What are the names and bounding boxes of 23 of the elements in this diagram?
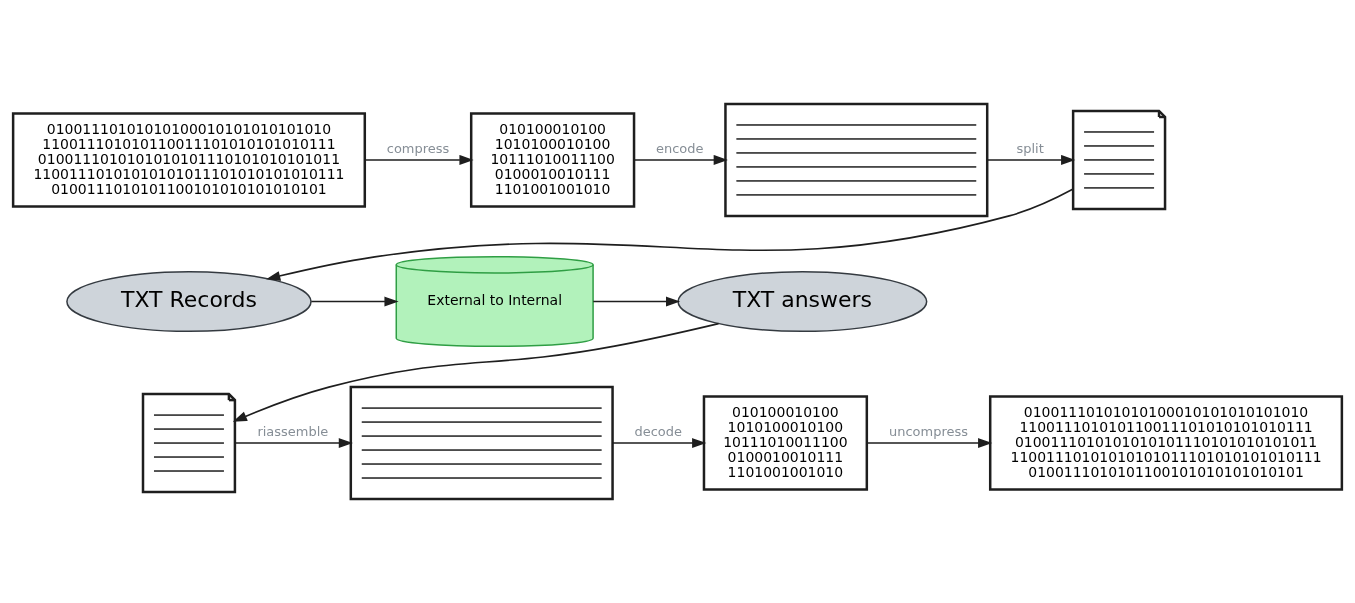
arrow — [986, 154, 1076, 165]
arrow — [633, 154, 728, 165]
node-box: 010100010100 1010100010100 10111010011100 0100010010111 1101001001010 — [702, 395, 869, 491]
edge-label: split — [1016, 141, 1044, 157]
arrow — [611, 438, 707, 449]
arrow — [232, 322, 720, 422]
arrow — [234, 438, 353, 449]
node-ellipse: TXT answers — [677, 270, 928, 333]
arrow — [310, 296, 399, 307]
edge-label: encode — [656, 141, 704, 157]
arrow — [364, 154, 474, 165]
edge-label: decode — [634, 424, 683, 440]
node-box: 01001110101010100010101010101010 110011101010110011101010101010111 0100111010101010101110101010101011 11001110101010101011101010101010111 0100111010101100101010101010101 — [11, 112, 367, 208]
edge-label: uncompress — [889, 424, 968, 440]
arrow — [592, 296, 681, 307]
node-box — [724, 102, 989, 218]
node-box: 010100010100 1010100010100 10111010011100 0100010010111 1101001001010 — [469, 112, 636, 208]
arrow — [866, 438, 993, 449]
node-box: 01001110101010100010101010101010 110011101010110011101010101010111 0100111010101010101110101010101011 11001110101010101011101010101010111 0100111010101100101010101010101 — [988, 395, 1344, 491]
edge-label: riassemble — [257, 424, 329, 440]
edge-label: compress — [386, 141, 450, 157]
arrow — [266, 188, 1074, 281]
node-box — [349, 385, 614, 501]
